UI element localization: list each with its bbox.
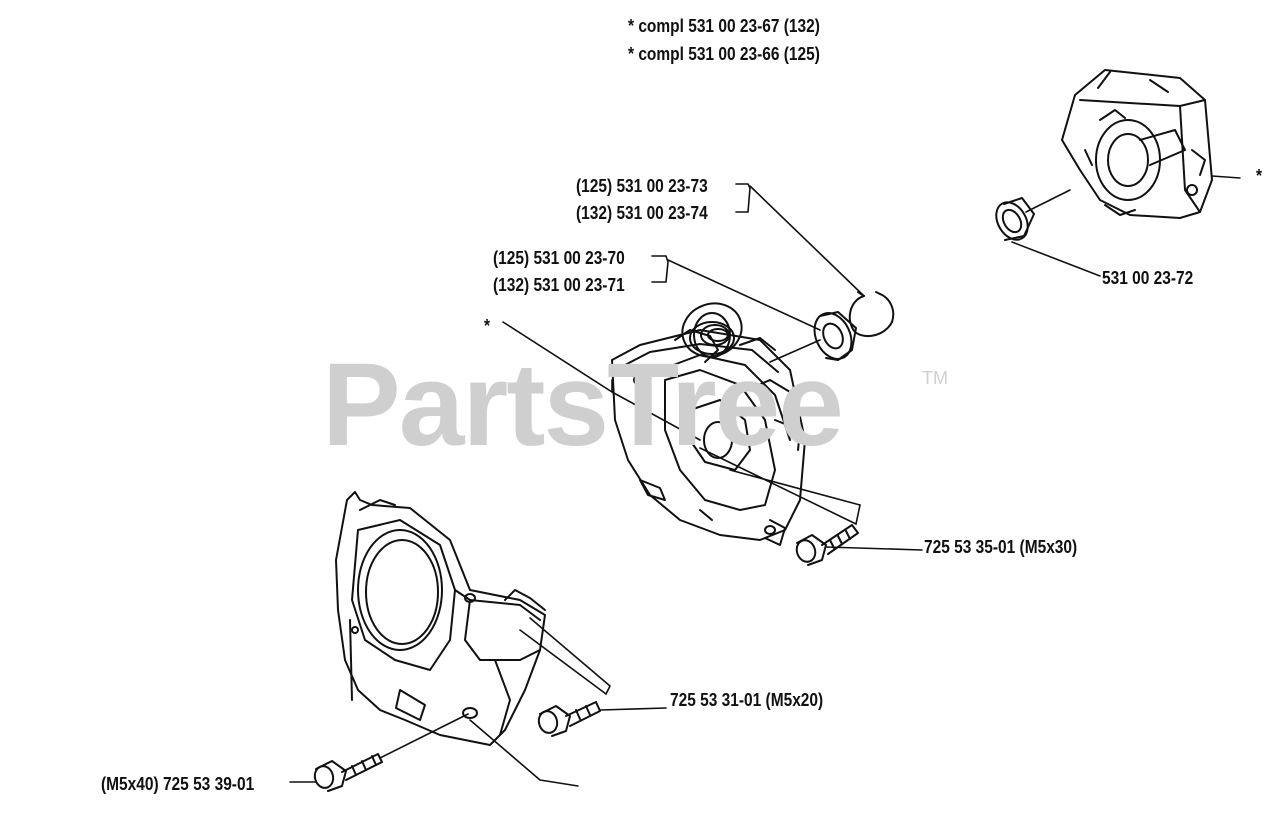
watermark-trademark: TM [922, 368, 948, 388]
bearing-center [813, 311, 857, 361]
crankcase-half-right [1061, 69, 1213, 219]
asterisk-right: * [1256, 166, 1263, 186]
leader-lines [289, 175, 1241, 787]
header-note-132: * compl 531 00 23-67 (132) [628, 16, 820, 36]
label-circlip-132: (132) 531 00 23-74 [576, 203, 708, 223]
crankcase-half-center [611, 302, 806, 546]
screw-m5x40 [313, 753, 383, 792]
screw-m5x20 [537, 701, 601, 737]
label-screw-m5x20: 725 53 31-01 (M5x20) [670, 690, 824, 710]
watermark: PartsTree [322, 339, 844, 471]
header-note-125: * compl 531 00 23-66 (125) [628, 44, 820, 64]
seal-right [995, 197, 1035, 241]
label-bearing-125: (125) 531 00 23-70 [493, 248, 625, 268]
lower-cover [335, 491, 546, 746]
asterisk-left: * [484, 316, 491, 336]
label-seal-right: 531 00 23-72 [1102, 268, 1194, 288]
label-screw-m5x30: 725 53 35-01 (M5x30) [924, 537, 1078, 557]
label-circlip-125: (125) 531 00 23-73 [576, 176, 708, 196]
label-bearing-132: (132) 531 00 23-71 [493, 275, 625, 295]
label-screw-m5x40: (M5x40) 725 53 39-01 [101, 774, 255, 794]
screw-m5x30 [795, 524, 859, 566]
